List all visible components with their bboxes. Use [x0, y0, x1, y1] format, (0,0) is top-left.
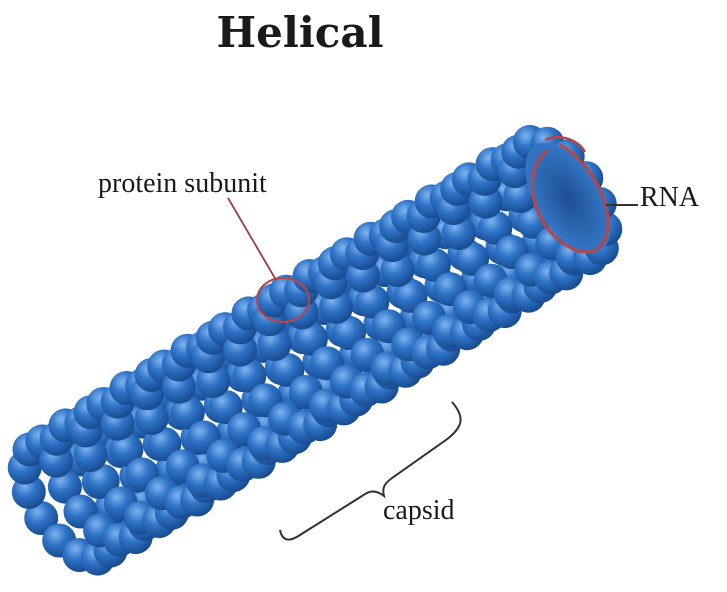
capsid-label: capsid	[383, 495, 455, 527]
protein-subunit-label: protein subunit	[98, 168, 267, 200]
diagram-title: Helical	[0, 8, 600, 57]
rna-label: RNA	[640, 182, 699, 214]
protein-subunit-pointer-line	[228, 198, 276, 280]
